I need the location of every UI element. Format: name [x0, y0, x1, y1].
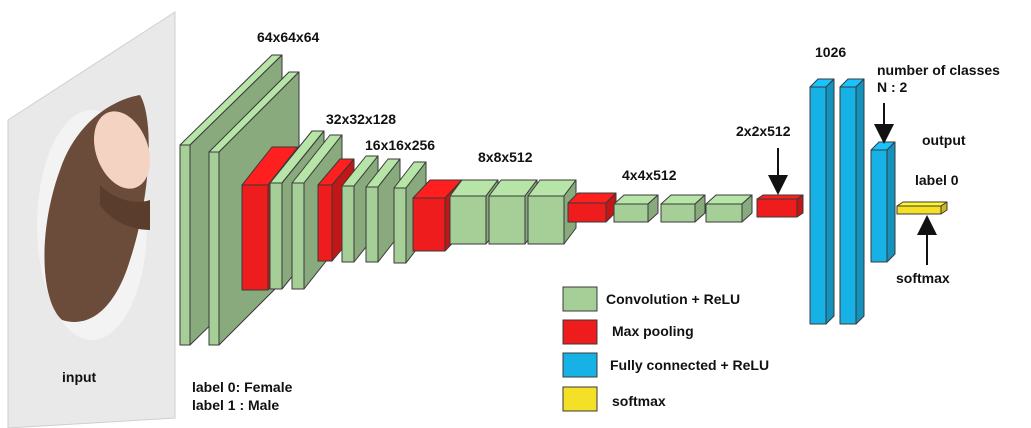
legend-softmax-label: softmax — [612, 393, 666, 409]
conv-layer-17-front — [705, 203, 743, 223]
pool-layer-18 — [756, 194, 804, 218]
conv-layer-17 — [705, 194, 753, 223]
softmax-layer-22-front — [896, 205, 942, 215]
conv-layer-4-front — [269, 182, 283, 290]
fc-layer-19-front — [809, 86, 827, 325]
conv-layer-11-front — [449, 195, 487, 245]
conv-layer-9-front — [393, 187, 407, 264]
pool-layer-14 — [567, 192, 617, 223]
pool-layer-6-front — [317, 184, 333, 262]
pool-output-dims: 2x2x512 — [736, 123, 791, 139]
legend-conv-label: Convolution + ReLU — [606, 291, 740, 307]
fc-layer-19 — [809, 78, 835, 325]
softmax-label: softmax — [896, 270, 950, 286]
legend: Convolution + ReLU Max pooling Fully con… — [562, 286, 769, 412]
pool-layer-3-front — [241, 184, 269, 291]
fc-layer-20-side — [855, 78, 865, 325]
output-class-label: label 0 — [915, 172, 959, 188]
class0-label: label 0: Female — [192, 379, 293, 395]
input-label: input — [62, 369, 97, 385]
fc-layer-20-front — [839, 86, 857, 325]
conv-layer-12-front — [488, 195, 526, 245]
softmax-layer-22 — [896, 201, 948, 215]
block4-dims: 8x8x512 — [478, 149, 533, 165]
conv-layer-13 — [527, 179, 577, 245]
fc-layer-21 — [870, 141, 896, 263]
pool-layer-18-front — [756, 198, 798, 218]
output-label: output — [922, 132, 966, 148]
block1-dims: 64x64x64 — [257, 29, 320, 45]
softmax-layer-22-top — [896, 201, 948, 207]
pool-layer-10-front — [412, 197, 446, 252]
conv-layer-2-front — [208, 151, 220, 346]
block5-dims: 4x4x512 — [622, 167, 677, 183]
fc-size-label: 1026 — [815, 44, 846, 60]
fc-layer-19-side — [825, 78, 835, 325]
fc-layer-21-front — [870, 149, 888, 263]
num-classes-value: N : 2 — [877, 79, 908, 95]
conv-layer-15-front — [613, 203, 649, 223]
legend-pool-swatch — [562, 319, 598, 345]
legend-fc-swatch — [562, 352, 598, 378]
num-classes-label: number of classes — [877, 62, 1000, 78]
conv-layer-1-front — [179, 144, 191, 346]
conv-layer-7-front — [341, 185, 355, 263]
conv-layer-8-front — [365, 186, 379, 263]
class1-label: label 1 : Male — [192, 397, 279, 413]
block3-dims: 16x16x256 — [365, 137, 435, 153]
legend-pool-label: Max pooling — [612, 323, 694, 339]
pool-layer-18-side — [796, 194, 804, 218]
network-layers — [179, 54, 948, 346]
legend-fc-label: Fully connected + ReLU — [610, 357, 769, 373]
fc-layer-21-side — [886, 141, 896, 263]
input-image — [7, 11, 176, 428]
conv-layer-5-front — [291, 182, 305, 290]
legend-conv-swatch — [562, 286, 598, 312]
legend-softmax-swatch — [562, 386, 598, 412]
conv-layer-15 — [613, 194, 659, 223]
conv-layer-16 — [660, 194, 706, 223]
conv-layer-13-front — [527, 195, 565, 245]
block2-dims: 32x32x128 — [326, 111, 396, 127]
person-illustration — [37, 95, 151, 340]
conv-layer-16-front — [660, 203, 696, 223]
pool-layer-14-front — [567, 202, 607, 223]
fc-layer-20 — [839, 78, 865, 325]
conv-layer-11 — [449, 179, 499, 245]
pool-layer-18-top — [756, 194, 804, 200]
